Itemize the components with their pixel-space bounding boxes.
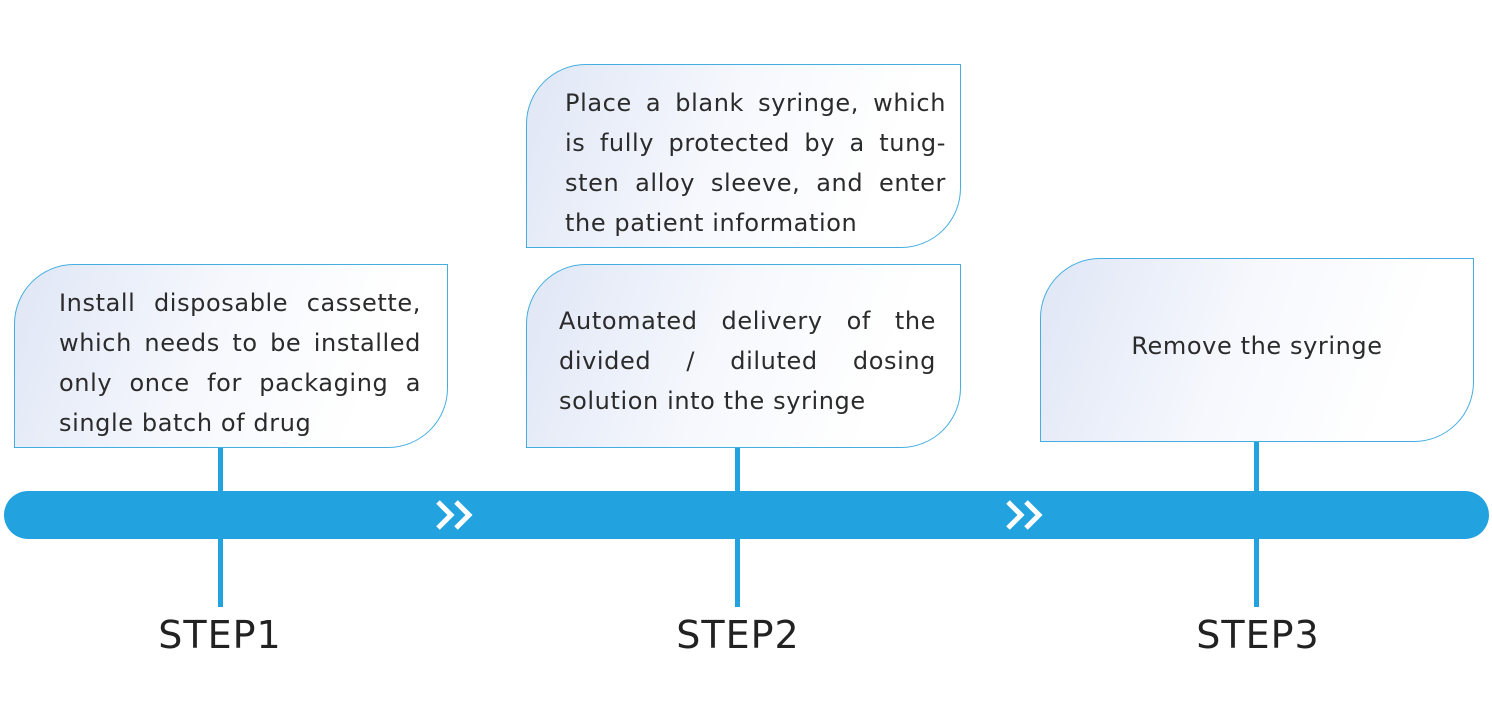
step3-description-card: Remove the syringe [1040,258,1474,442]
step1-label: STEP1 [158,613,282,657]
step2-connector-lower [735,537,740,607]
step2-description-card-lower: Automated delivery of the divided / dilu… [526,264,961,448]
double-chevron-right-icon [1006,500,1043,530]
double-chevron-right-icon [436,500,473,530]
step1-connector-upper [218,446,223,493]
step3-connector-lower [1254,537,1259,607]
step2-description-text-lower: Automated delivery of the divided / dilu… [559,307,936,415]
step1-description-card: Install disposable cassette, which needs… [14,264,448,448]
step2-label: STEP2 [676,613,800,657]
step3-connector-upper [1254,440,1259,493]
step2-description-text-upper: Place a blank syringe, which is fully pr… [565,89,946,237]
step3-label: STEP3 [1196,613,1320,657]
timeline-bar [4,491,1489,539]
step2-description-card-upper: Place a blank syringe, which is fully pr… [526,64,961,248]
step3-description-text: Remove the syringe [1131,332,1383,360]
step1-description-text: Install disposable cassette, which needs… [59,289,421,437]
step2-connector-upper [735,446,740,493]
step1-connector-lower [218,537,223,607]
